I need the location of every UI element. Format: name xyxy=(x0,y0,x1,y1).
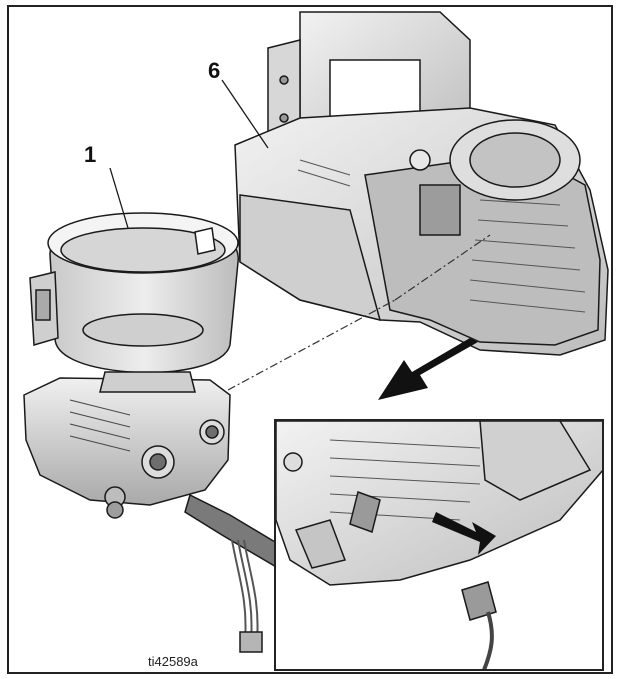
figure-id: ti42589a xyxy=(148,654,199,669)
direction-arrow-small xyxy=(432,512,496,555)
wire-harness xyxy=(231,539,259,641)
housing-front-face xyxy=(239,194,382,322)
inset-connector-socket xyxy=(349,491,381,533)
callout-1: 1 xyxy=(84,142,96,167)
direction-arrow-large xyxy=(378,338,478,400)
inset-plug-wire xyxy=(482,611,494,669)
callout-6: 6 xyxy=(208,58,220,83)
wire-connector xyxy=(239,631,263,653)
bowl-assembly xyxy=(29,212,239,374)
internal-connector xyxy=(419,184,461,236)
housing-assembly xyxy=(234,11,609,356)
leader-lines xyxy=(109,79,269,229)
inset-connector-plug xyxy=(461,581,497,621)
detail-inset xyxy=(274,419,604,671)
valve-block xyxy=(23,377,231,506)
figure-border xyxy=(7,5,613,674)
valve-block-assembly xyxy=(23,371,286,653)
